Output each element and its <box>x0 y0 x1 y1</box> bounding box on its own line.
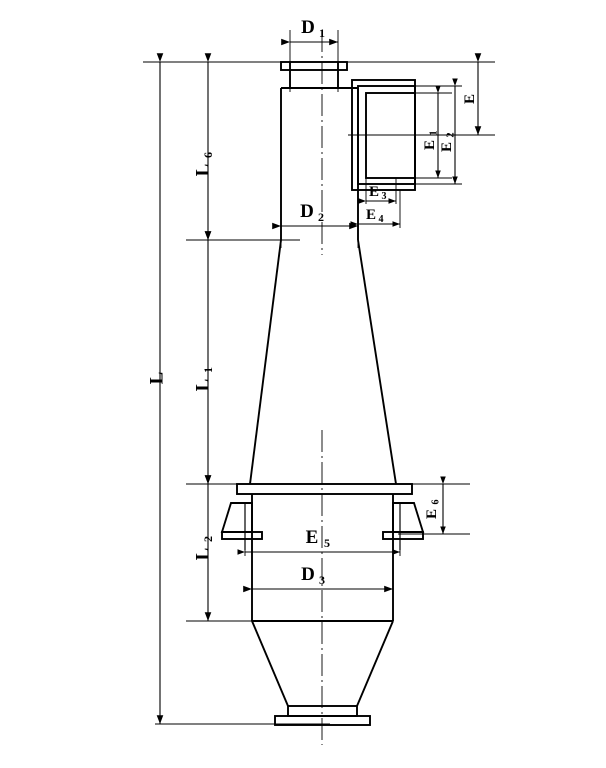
support-lug-left-foot <box>221 531 263 540</box>
dim-label-E4-base: E <box>366 207 376 223</box>
support-lug-right-foot <box>382 531 424 540</box>
dim-label-L2: L 6 <box>193 152 216 176</box>
dim-label-E6: E 6 <box>424 500 442 520</box>
dim-label-D2-sub: 2 <box>318 210 324 224</box>
discharge-flange <box>274 715 371 726</box>
dim-label-E5-base: E <box>306 527 319 548</box>
dim-label-E3-sub: 3 <box>382 191 387 202</box>
cone-right-wall <box>357 239 397 485</box>
dim-label-L-base: L <box>147 372 168 385</box>
dim-label-E6-base: E <box>424 509 440 519</box>
dim-label-L2-sub: 6 <box>201 152 215 158</box>
dim-label-E5-sub: 5 <box>324 536 330 550</box>
dim-label-E2-base: E <box>439 142 455 152</box>
dim-label-L2-base: L <box>193 164 214 177</box>
dim-label-D3: D 3 <box>301 564 325 587</box>
dim-label-E1-sub: 1 <box>429 131 440 136</box>
dim-label-L1: L 1 <box>193 367 216 391</box>
dim-label-E3-base: E <box>369 184 379 200</box>
dim-label-E5: E 5 <box>306 527 330 550</box>
dim-label-E: E <box>462 94 478 104</box>
dim-label-E2: E 2 <box>439 133 457 153</box>
dim-label-E3: E 3 <box>369 184 387 202</box>
dim-label-D2: D 2 <box>300 201 324 224</box>
cone-left-wall <box>249 239 282 485</box>
dim-label-D3-base: D <box>301 564 315 585</box>
outlet-flange <box>280 61 348 71</box>
left-dimension-lines <box>156 53 212 724</box>
dim-label-L1-base: L <box>193 379 214 392</box>
dim-label-D3-sub: 3 <box>319 573 325 587</box>
tangential-inlet <box>351 79 416 191</box>
discharge-cone-left <box>251 620 289 707</box>
dim-label-E4-sub: 4 <box>379 214 384 225</box>
dim-label-L1-sub: 1 <box>201 367 215 373</box>
dim-label-E-base: E <box>462 94 478 104</box>
dim-label-E6-sub: 6 <box>431 500 442 505</box>
dim-label-D1-sub: 1 <box>319 26 325 40</box>
dim-label-D2-base: D <box>300 201 314 222</box>
dim-label-E1-base: E <box>422 140 438 150</box>
dim-label-E1: E 1 <box>422 131 440 151</box>
dim-E1E2-extensions <box>415 85 462 185</box>
dim-label-D1: D 1 <box>301 17 325 40</box>
dim-label-E4: E 4 <box>366 207 384 225</box>
barrel-flange <box>236 483 413 495</box>
dim-label-L6-base: L <box>193 548 214 561</box>
support-lugs <box>220 502 425 550</box>
dim-label-D1-base: D <box>301 17 315 38</box>
dim-label-L6: L 2 <box>193 536 216 560</box>
dim-label-L: L <box>147 372 168 385</box>
dim-label-L6-sub: 2 <box>201 536 215 542</box>
dim-label-E2-sub: 2 <box>446 133 457 138</box>
discharge-cone-right <box>356 620 394 707</box>
